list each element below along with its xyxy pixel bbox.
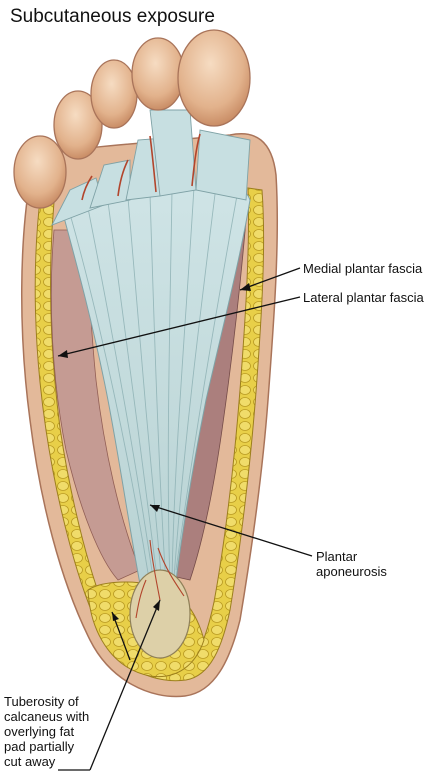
digital-slips xyxy=(51,109,251,226)
toes xyxy=(13,29,251,209)
leader-lateral xyxy=(57,296,301,357)
label-medial-plantar-fascia: Medial plantar fascia xyxy=(303,261,423,276)
label-tuberosity-calcaneus: Tuberosity of calcaneus with overlying f… xyxy=(4,694,89,769)
toe-5 xyxy=(13,135,67,209)
calcaneal-vessels xyxy=(135,539,185,619)
label-line: overlying fat xyxy=(4,724,75,739)
leader-medial xyxy=(239,267,301,291)
fascia-fibers xyxy=(69,185,239,586)
calcaneal-tuberosity xyxy=(129,569,191,659)
label-line: aponeurosis xyxy=(316,564,387,579)
page-title: Subcutaneous exposure xyxy=(10,6,215,27)
toe-2 xyxy=(131,37,185,111)
label-line: pad partially xyxy=(4,739,75,754)
leader-tub-a xyxy=(89,599,161,771)
toe-1 xyxy=(177,29,251,127)
label-line: cut away xyxy=(4,754,56,769)
digital-vessels xyxy=(81,133,201,201)
label-lateral-plantar-fascia: Lateral plantar fascia xyxy=(303,290,424,305)
toe-3 xyxy=(90,59,138,129)
leader-lines xyxy=(57,267,313,771)
toe-4 xyxy=(53,90,103,160)
leader-plantar xyxy=(149,504,313,557)
label-line: calcaneus with xyxy=(4,709,90,724)
label-plantar-aponeurosis: Plantar aponeurosis xyxy=(316,549,387,579)
label-line: Tuberosity of xyxy=(4,694,79,709)
label-line: Plantar xyxy=(316,549,358,564)
